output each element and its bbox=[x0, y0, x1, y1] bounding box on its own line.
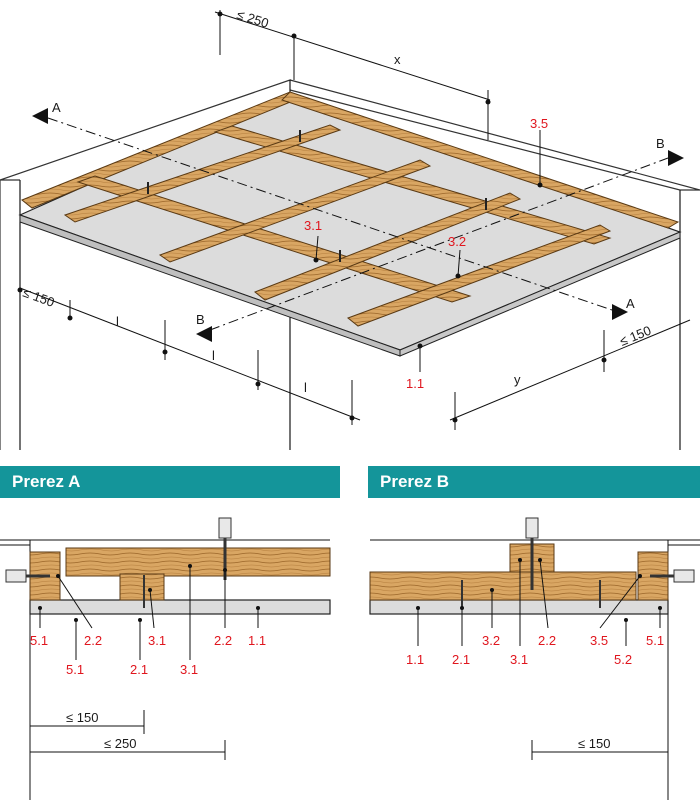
iso-label-3-2: 3.2 bbox=[448, 234, 466, 249]
section-b-label-5-2: 5.2 bbox=[614, 652, 632, 667]
section-a-main-runner bbox=[65, 547, 331, 577]
section-a-dim-150: ≤ 150 bbox=[66, 710, 98, 725]
section-b-label-2-1: 2.1 bbox=[452, 652, 470, 667]
section-a-title: Prerez A bbox=[0, 466, 340, 498]
section-a-label-1-1: 1.1 bbox=[248, 633, 266, 648]
iso-cross-battens bbox=[63, 124, 612, 327]
section-b-board bbox=[369, 599, 669, 615]
section-a-label-5-1-bottom: 5.1 bbox=[66, 662, 84, 677]
iso-hangers bbox=[147, 130, 487, 262]
cut-b-left-label: B bbox=[196, 312, 205, 327]
iso-view: A A B B ≤ 250 x ≤ 150 l l l y ≤ 150 3.5 … bbox=[0, 7, 700, 450]
dim-l2-label: l bbox=[212, 348, 215, 363]
section-b-label-1-1: 1.1 bbox=[406, 652, 424, 667]
dim-top-label: ≤ 250 bbox=[235, 7, 270, 31]
section-b-cross-batten bbox=[369, 571, 637, 601]
dim-y-label: y bbox=[514, 372, 521, 387]
section-a-label-2-2-left: 2.2 bbox=[84, 633, 102, 648]
section-b-dim-150: ≤ 150 bbox=[578, 736, 610, 751]
section-a-cross-batten bbox=[119, 573, 165, 601]
iso-main-runners bbox=[76, 125, 612, 303]
section-b-title: Prerez B bbox=[368, 466, 700, 498]
section-b-drawing: 1.1 2.1 3.2 3.1 2.2 3.5 5.2 5.1 ≤ 150 bbox=[369, 517, 700, 800]
section-a-label-2-2-right: 2.2 bbox=[214, 633, 232, 648]
section-a-label-5-1-top: 5.1 bbox=[30, 633, 48, 648]
section-a-label-2-1: 2.1 bbox=[130, 662, 148, 677]
section-b-label-3-5: 3.5 bbox=[590, 633, 608, 648]
iso-label-3-1: 3.1 bbox=[304, 218, 322, 233]
cut-a-left-label: A bbox=[52, 100, 61, 115]
iso-dimensions bbox=[17, 10, 691, 430]
section-a-label-3-1-left: 3.1 bbox=[148, 633, 166, 648]
section-b-label-5-1: 5.1 bbox=[646, 633, 664, 648]
section-b-label-3-1: 3.1 bbox=[510, 652, 528, 667]
cut-line-b bbox=[209, 157, 669, 331]
section-b-label-2-2: 2.2 bbox=[538, 633, 556, 648]
iso-label-1-1: 1.1 bbox=[406, 376, 424, 391]
dim-left-label: ≤ 150 bbox=[21, 285, 57, 310]
dim-l1-label: l bbox=[116, 314, 119, 329]
section-a-drawing: 5.1 2.2 3.1 3.1 2.2 1.1 5.1 2.1 ≤ 150 ≤ … bbox=[0, 517, 331, 800]
section-b-label-3-2: 3.2 bbox=[482, 633, 500, 648]
iso-label-3-5: 3.5 bbox=[530, 116, 548, 131]
section-a-board bbox=[29, 599, 331, 615]
section-a-label-3-1-right: 3.1 bbox=[180, 662, 198, 677]
cut-b-right-label: B bbox=[656, 136, 665, 151]
dim-x-label: x bbox=[394, 52, 401, 67]
cut-a-right-label: A bbox=[626, 296, 635, 311]
dim-l3-label: l bbox=[304, 380, 307, 395]
section-a-dim-250: ≤ 250 bbox=[104, 736, 136, 751]
